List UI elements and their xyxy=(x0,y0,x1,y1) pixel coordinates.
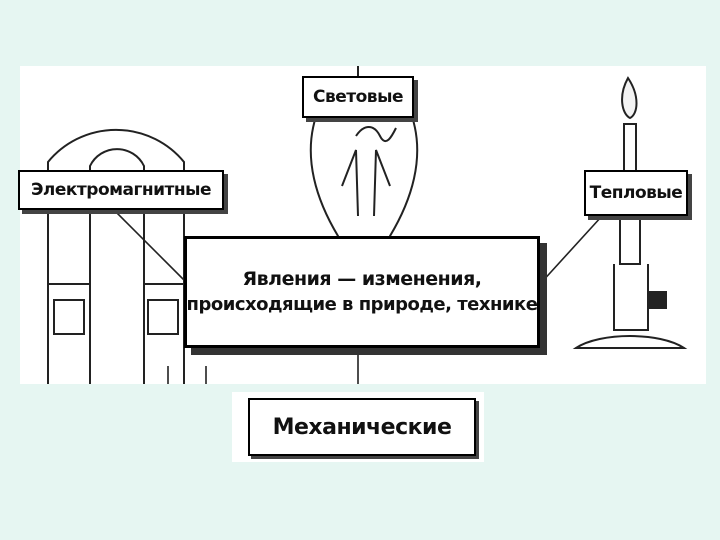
light-phenomena-label: Световые xyxy=(302,76,414,118)
phenomena-definition-box: Явления — изменения, происходящие в прир… xyxy=(184,236,540,348)
thermal-phenomena-label: Тепловые xyxy=(584,170,688,216)
definition-line-2: происходящие в природе, технике xyxy=(186,294,538,315)
electromagnetic-phenomena-label: Электромагнитные xyxy=(18,170,224,210)
candle-icon xyxy=(572,76,688,349)
diagram-art xyxy=(47,66,688,384)
mechanical-phenomena-label: Механические xyxy=(248,398,476,456)
horseshoe-magnet-icon xyxy=(47,128,185,384)
light-bulb-icon xyxy=(309,66,419,242)
definition-line-1: Явления — изменения, xyxy=(242,268,482,290)
connector-lines xyxy=(113,209,603,384)
